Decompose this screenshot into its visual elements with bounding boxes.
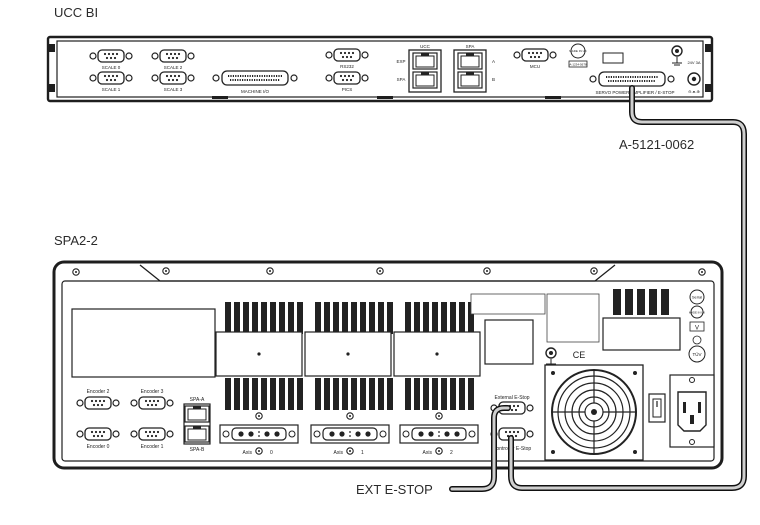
- machine-io-label: MACHINE I/O: [241, 89, 270, 94]
- axis1-prefix: Axis: [334, 450, 344, 456]
- ucc-port-label: UCC: [420, 44, 430, 49]
- exp-rj45-port: [412, 52, 438, 70]
- port-b-label: B: [492, 77, 495, 82]
- axis2-number: 2: [450, 450, 453, 456]
- ucc-label-plate: [602, 52, 624, 64]
- spa-b-port: [184, 425, 210, 443]
- encoder2-label: Encoder 2: [87, 389, 110, 395]
- tuv-mark: TÜV: [693, 351, 702, 357]
- encoder3-label: Encoder 3: [141, 389, 164, 395]
- servo-amp-estop-connector: [589, 71, 675, 87]
- ground-icon: [671, 45, 683, 66]
- power-rating: 24V 3A: [687, 60, 700, 65]
- upper-vent: [613, 289, 669, 315]
- spa-port-label: SPA: [466, 44, 475, 49]
- spa-b-rj45-port: [457, 71, 483, 89]
- external-estop-label: External E-Stop: [494, 395, 529, 401]
- spa-label-area: [71, 308, 216, 378]
- spa-label-plate: [602, 317, 681, 351]
- axis1-number: 1: [361, 450, 364, 456]
- spa-module-box: [484, 319, 534, 365]
- ucc-made-in-uk: MADE IN UK: [569, 49, 587, 53]
- spa-a-label: SPA-A: [190, 397, 205, 403]
- spa-a-rj45-port: [457, 52, 483, 70]
- spa2-2-title: SPA2-2: [54, 233, 98, 248]
- cooling-fan: [544, 364, 644, 461]
- axis0-connector: [219, 424, 299, 444]
- ucc-bi-title: UCC BI: [54, 5, 99, 20]
- spa-b-label: SPA-B: [190, 447, 205, 453]
- scale1-label: SCALE 1: [102, 87, 121, 92]
- ext-estop-label: EXT E-STOP: [356, 482, 433, 497]
- exp-port-label: EXP: [396, 59, 405, 64]
- port-a-label: A: [492, 59, 495, 64]
- spa2-2-unit: Serial MADE IN UK V TÜV CE: [52, 260, 724, 470]
- power-switch: [648, 393, 666, 423]
- axis2-connector: [399, 424, 479, 444]
- ce-mark: CE: [573, 350, 586, 360]
- version-label: V: [695, 326, 699, 332]
- spa-small-label: SPA: [397, 77, 406, 82]
- scale3-label: SCALE 3: [164, 87, 183, 92]
- ucc-bi-unit: SCALE 0 SCALE 1 SCALE 2 SCALE 3 MACHINE …: [46, 35, 714, 103]
- pics-label: PICS: [342, 87, 353, 92]
- spa-rj45-port: [412, 71, 438, 89]
- machine-io-connector: [212, 70, 298, 86]
- axis1-connector: [310, 424, 390, 444]
- iec-power-inlet: [669, 374, 715, 448]
- ucc-a-code: A-1234-5678: [569, 63, 587, 67]
- rs232-label: RS232: [340, 64, 354, 69]
- polarity-icon: ⊖-●-⊕: [688, 89, 700, 94]
- serial-label: Serial: [692, 295, 702, 300]
- cable-part-number: A-5121-0062: [619, 137, 695, 152]
- encoder1-label: Encoder 1: [141, 444, 164, 450]
- heatsink: [225, 302, 474, 410]
- spa-made-in-uk: MADE IN UK: [689, 311, 705, 315]
- spa-a-port: [184, 405, 210, 423]
- dc-power-socket: [687, 72, 701, 86]
- axis2-prefix: Axis: [423, 450, 433, 456]
- encoder0-label: Encoder 0: [87, 444, 110, 450]
- scale0-label: SCALE 0: [102, 65, 121, 70]
- axis0-prefix: Axis: [243, 450, 253, 456]
- mcu-label: MCU: [530, 64, 540, 69]
- scale2-label: SCALE 2: [164, 65, 183, 70]
- axis0-number: 0: [270, 450, 273, 456]
